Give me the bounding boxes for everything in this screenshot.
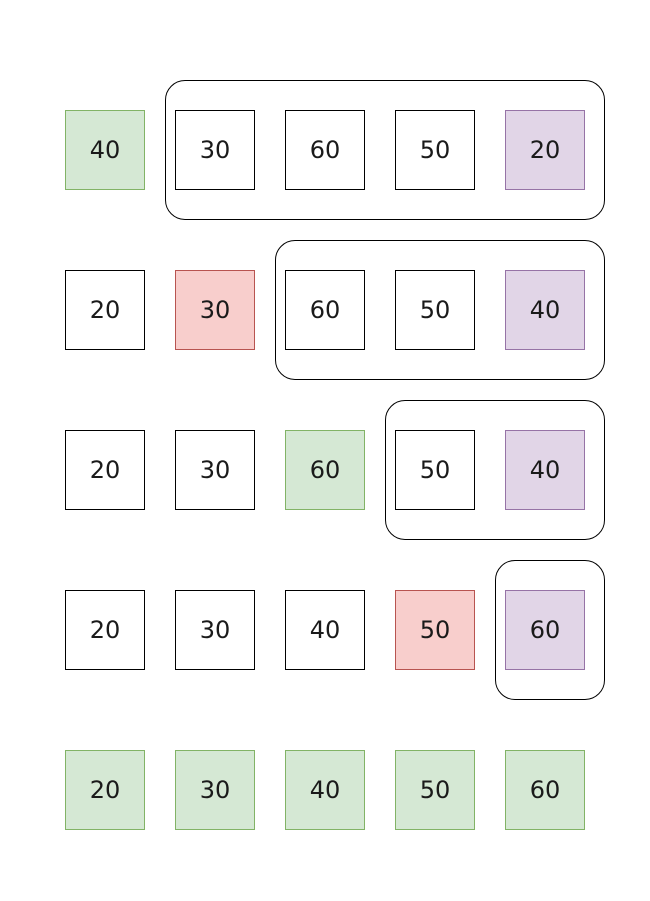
unsorted-group-outline [275,240,605,380]
unsorted-group-outline [495,560,605,700]
array-cell-plain: 20 [65,430,145,510]
array-cell-green: 60 [285,430,365,510]
array-cell-plain: 50 [395,430,475,510]
array-cell-plain: 30 [175,590,255,670]
array-cell-purple: 20 [505,110,585,190]
array-cell-purple: 40 [505,270,585,350]
array-cell-plain: 20 [65,270,145,350]
array-cell-plain: 20 [65,590,145,670]
unsorted-group-outline [165,80,605,220]
array-cell-purple: 60 [505,590,585,670]
array-cell-plain: 50 [395,270,475,350]
array-cell-green: 50 [395,750,475,830]
array-cell-plain: 30 [175,110,255,190]
array-cell-plain: 60 [285,110,365,190]
array-cell-red: 30 [175,270,255,350]
array-cell-plain: 40 [285,590,365,670]
array-cell-green: 60 [505,750,585,830]
array-cell-green: 30 [175,750,255,830]
array-cell-green: 40 [65,110,145,190]
array-cell-purple: 40 [505,430,585,510]
array-cell-green: 40 [285,750,365,830]
array-cell-red: 50 [395,590,475,670]
array-cell-plain: 60 [285,270,365,350]
array-cell-plain: 30 [175,430,255,510]
unsorted-group-outline [385,400,605,540]
array-cell-green: 20 [65,750,145,830]
array-cell-plain: 50 [395,110,475,190]
